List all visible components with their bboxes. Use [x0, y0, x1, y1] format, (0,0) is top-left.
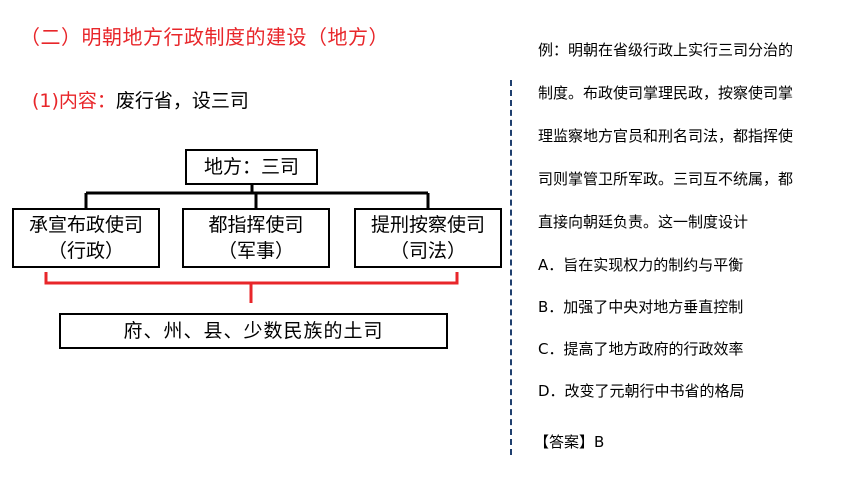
- content-label: (1)内容：: [32, 90, 116, 112]
- box-administration: 承宣布政使司 （行政）: [12, 208, 160, 268]
- question-stem-line: 例：明朝在省级行政上实行三司分治的: [538, 41, 794, 59]
- option-d: D．改变了元朝行中书省的格局: [538, 382, 745, 400]
- red-bracket: [44, 272, 459, 303]
- option-a: A．旨在实现权力的制约与平衡: [538, 256, 744, 274]
- question-block: 例：明朝在省级行政上实行三司分治的 制度。布政使司掌理民政，按察使司掌 理监察地…: [538, 40, 856, 423]
- question-stem-line: 司则掌管卫所军政。三司互不统属，都: [538, 170, 794, 188]
- question-stem-line: 制度。布政使司掌理民政，按察使司掌: [538, 84, 794, 102]
- box-judicial: 提刑按察使司 （司法）: [354, 208, 502, 268]
- option-b: B．加强了中央对地方垂直控制: [538, 298, 744, 316]
- tree-lines: [84, 185, 430, 208]
- content-line: (1)内容：废行省，设三司: [32, 86, 249, 113]
- branch-name: 提刑按察使司: [370, 214, 485, 236]
- content-text: 废行省，设三司: [115, 90, 249, 112]
- answer: 【答案】B: [534, 433, 605, 451]
- diagram-top-box: 地方：三司: [185, 149, 318, 185]
- branch-role: （军事）: [217, 240, 294, 262]
- box-military: 都指挥使司 （军事）: [182, 208, 330, 268]
- branch-role: （行政）: [47, 240, 124, 262]
- bottom-box-label: 府、州、县、少数民族的土司: [123, 320, 384, 342]
- question-stem-line: 理监察地方官员和刑名司法，都指挥使: [538, 127, 794, 145]
- branch-role: （司法）: [389, 240, 466, 262]
- slide-title: （二）明朝地方行政制度的建设（地方）: [20, 25, 389, 49]
- question-stem-line: 直接向朝廷负责。这一制度设计: [538, 213, 749, 231]
- option-c: C．提高了地方政府的行政效率: [538, 340, 744, 358]
- diagram-bottom-box: 府、州、县、少数民族的土司: [59, 313, 448, 349]
- top-box-label: 地方：三司: [203, 156, 299, 178]
- branch-name: 承宣布政使司: [28, 214, 143, 236]
- dashed-divider: [510, 80, 512, 455]
- branch-name: 都指挥使司: [208, 214, 304, 236]
